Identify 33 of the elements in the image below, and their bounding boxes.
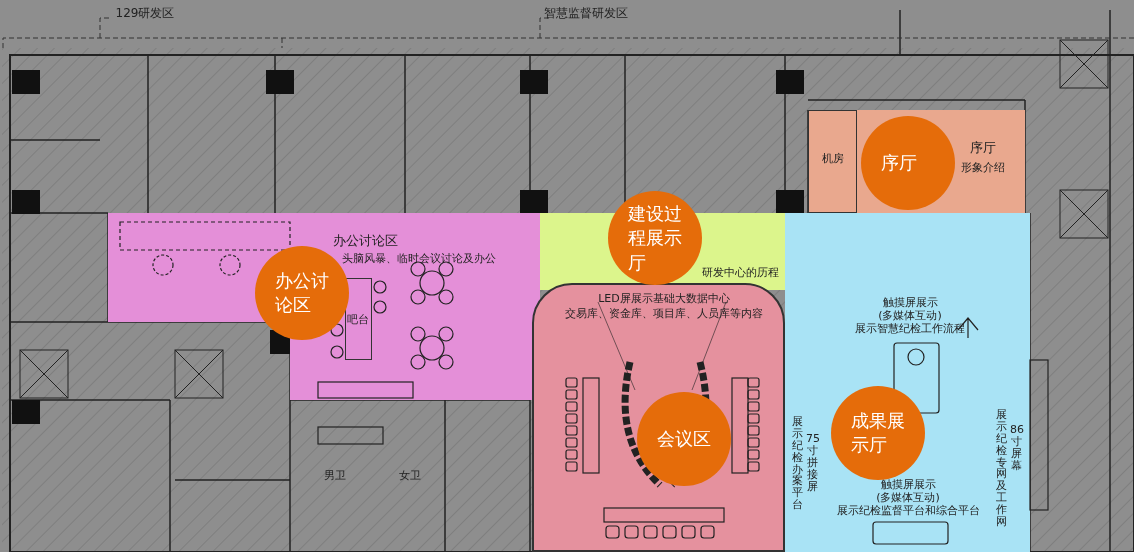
room-label: 研发中心的历程 [701, 264, 779, 280]
zone-title: 会议区 [657, 426, 711, 451]
room-note: (多媒体互动) [876, 491, 940, 505]
office-area [108, 213, 540, 400]
room-note: 形象介绍 [961, 161, 1005, 175]
zone-title: 序厅 [881, 150, 918, 175]
zone-marker-circle [637, 392, 731, 486]
zone-title: 成果展示厅 [851, 408, 905, 457]
room-label: 序厅 [970, 140, 996, 156]
room-label: LED屏展示基础大数据中心 [598, 292, 730, 306]
room-label: 机房 [822, 152, 844, 166]
hall-area [808, 110, 1025, 213]
room-note: 展示纪检监督平台和综合平台 [836, 504, 980, 518]
room-label: 办公讨论区 [332, 233, 398, 249]
room-label: 触摸屏展示 [882, 296, 938, 310]
room-note: 交易库、资金库、项目库、人员库等内容 [565, 307, 763, 321]
room-note: 展示纪检专网及工作网 [995, 408, 1009, 528]
machine-room [808, 110, 857, 213]
zone-title: 建设过程展示厅 [628, 201, 682, 275]
room-note: 触摸屏展示 [880, 478, 936, 492]
zone-title: 办公讨论区 [275, 268, 329, 317]
room-note: 展示智慧纪检工作流程 [855, 322, 965, 336]
area-label: 129研发区 [115, 4, 175, 22]
room-label: 女卫 [399, 467, 421, 483]
room-note: 86寸屏幕 [1009, 424, 1025, 472]
room-note: (多媒体互动) [878, 309, 942, 323]
room-label: 男卫 [324, 467, 346, 483]
room-label: 吧台 [347, 313, 369, 327]
meeting-area [532, 283, 785, 552]
area-label: 智慧监督研发区 [544, 4, 628, 22]
room-note: 75寸拼接屏 [805, 433, 821, 493]
showroom-area [785, 213, 1030, 552]
room-note: 展示纪检办案平台 [791, 415, 805, 511]
